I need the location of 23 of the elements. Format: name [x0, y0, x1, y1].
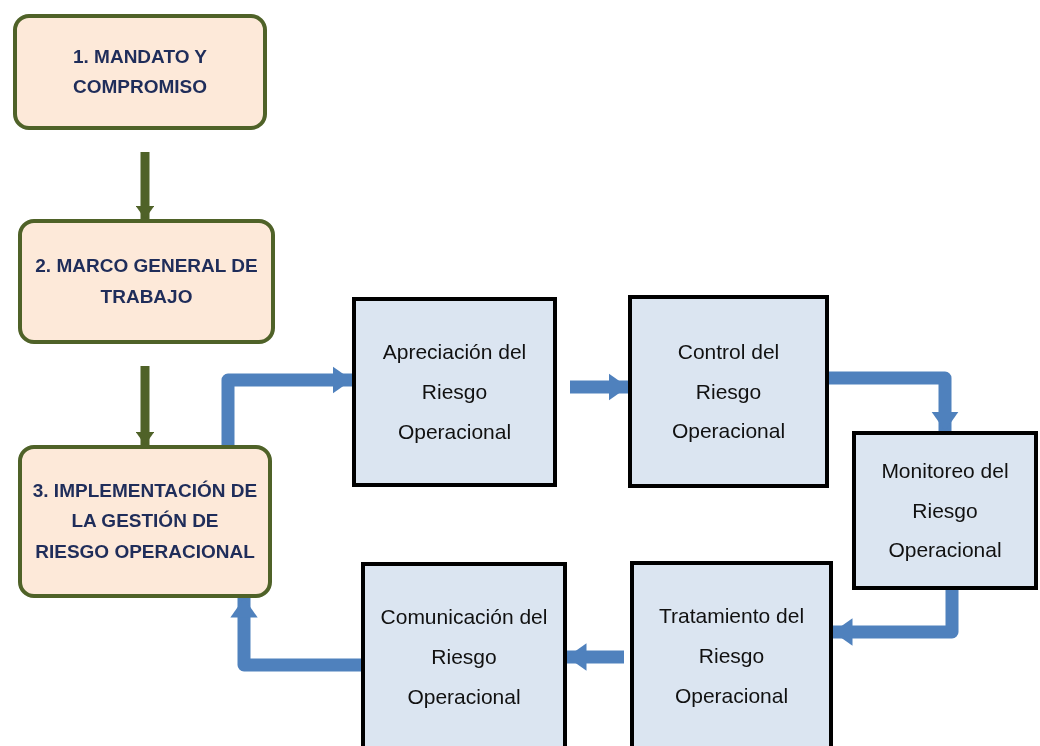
process-box [630, 561, 833, 746]
arrow [567, 643, 624, 671]
process-box [628, 295, 829, 488]
box-label: Monitoreo del Riesgo Operacional [880, 457, 1010, 564]
box-label: 1. MANDATO Y COMPROMISO [71, 44, 209, 99]
box-label: Control del Riesgo Operacional [670, 338, 787, 445]
process-box [352, 297, 557, 487]
box-label: Tratamiento del Riesgo Operacional [657, 603, 806, 709]
arrow [570, 373, 628, 401]
process-box [361, 562, 567, 746]
box-label: 3. IMPLEMENTACIÓN DE LA GESTIÓN DE RIESGO OPERACIONAL [32, 478, 258, 564]
box-label: Comunicación del Riesgo Operacional [379, 604, 549, 710]
phase-box [13, 14, 267, 130]
phase-box [18, 219, 275, 344]
arrow [230, 598, 361, 672]
arrow [221, 366, 352, 445]
box-label: 2. MARCO GENERAL DE TRABAJO [34, 254, 259, 309]
arrow [135, 152, 155, 219]
arrow [829, 371, 959, 431]
arrow [135, 366, 155, 445]
phase-box [18, 445, 272, 598]
process-box [852, 431, 1038, 590]
box-label: Apreciación del Riesgo Operacional [381, 339, 528, 445]
